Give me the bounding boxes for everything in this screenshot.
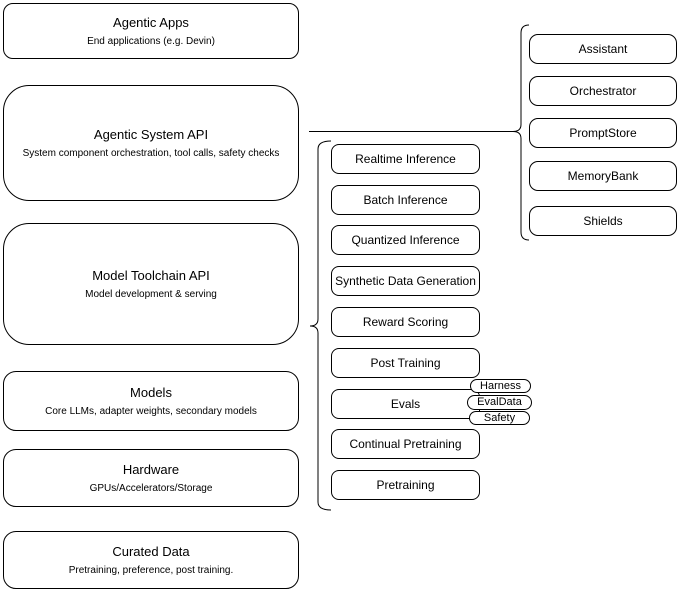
component-assistant: Assistant xyxy=(529,34,677,64)
eval-tag-harness: Harness xyxy=(470,379,531,393)
toolchain-item-post-training: Post Training xyxy=(331,348,480,378)
toolchain-item-continual-pretraining: Continual Pretraining xyxy=(331,429,480,459)
node-curated-data: Curated Data Pretraining, preference, po… xyxy=(3,531,299,589)
toolchain-item-label: Quantized Inference xyxy=(351,233,460,247)
component-memorybank: MemoryBank xyxy=(529,161,677,191)
node-model-toolchain-api: Model Toolchain API Model development & … xyxy=(3,223,299,345)
node-agentic-system-api: Agentic System API System component orch… xyxy=(3,85,299,201)
component-label: MemoryBank xyxy=(567,169,639,183)
node-subtitle: End applications (e.g. Devin) xyxy=(87,35,215,47)
toolchain-item-label: Pretraining xyxy=(376,478,435,492)
toolchain-item-label: Post Training xyxy=(370,356,441,370)
node-title: Hardware xyxy=(122,461,180,477)
node-title: Agentic Apps xyxy=(113,14,189,30)
node-title: Curated Data xyxy=(112,543,190,559)
toolchain-item-label: Batch Inference xyxy=(363,193,448,207)
toolchain-item-pretraining: Pretraining xyxy=(331,470,480,500)
component-label: PromptStore xyxy=(569,126,637,140)
toolchain-item-label: Continual Pretraining xyxy=(349,437,462,451)
eval-tag-safety: Safety xyxy=(469,411,530,425)
toolchain-item-quantized-inference: Quantized Inference xyxy=(331,225,480,255)
toolchain-item-realtime-inference: Realtime Inference xyxy=(331,144,480,174)
toolchain-item-label: Realtime Inference xyxy=(355,152,456,166)
node-subtitle: Core LLMs, adapter weights, secondary mo… xyxy=(45,405,257,417)
node-title: Models xyxy=(130,384,172,400)
components-brace xyxy=(512,24,530,241)
node-subtitle: System component orchestration, tool cal… xyxy=(22,147,280,159)
eval-tag-label: Safety xyxy=(483,411,516,424)
node-subtitle: GPUs/Accelerators/Storage xyxy=(89,482,213,494)
toolchain-item-label: Synthetic Data Generation xyxy=(335,274,476,288)
toolchain-item-evals: Evals xyxy=(331,389,480,419)
toolchain-item-reward-scoring: Reward Scoring xyxy=(331,307,480,337)
toolchain-item-batch-inference: Batch Inference xyxy=(331,185,480,215)
node-models: Models Core LLMs, adapter weights, secon… xyxy=(3,371,299,431)
component-promptstore: PromptStore xyxy=(529,118,677,148)
toolchain-item-synthetic-data-generation: Synthetic Data Generation xyxy=(331,266,480,296)
node-subtitle: Pretraining, preference, post training. xyxy=(68,564,234,576)
component-orchestrator: Orchestrator xyxy=(529,76,677,106)
node-title: Model Toolchain API xyxy=(92,267,210,283)
eval-tag-label: EvalData xyxy=(477,396,522,408)
node-title: Agentic System API xyxy=(93,126,209,142)
node-subtitle: Model development & serving xyxy=(85,288,217,300)
component-label: Shields xyxy=(583,214,623,228)
component-label: Assistant xyxy=(578,42,628,56)
node-hardware: Hardware GPUs/Accelerators/Storage xyxy=(3,449,299,507)
eval-tag-evaldata: EvalData xyxy=(467,395,532,410)
toolchain-brace xyxy=(309,140,332,511)
component-label: Orchestrator xyxy=(569,84,637,98)
component-shields: Shields xyxy=(529,206,677,236)
toolchain-item-label: Evals xyxy=(390,397,421,411)
node-agentic-apps: Agentic Apps End applications (e.g. Devi… xyxy=(3,3,299,59)
eval-tag-label: Harness xyxy=(480,379,521,392)
toolchain-item-label: Reward Scoring xyxy=(362,315,449,329)
